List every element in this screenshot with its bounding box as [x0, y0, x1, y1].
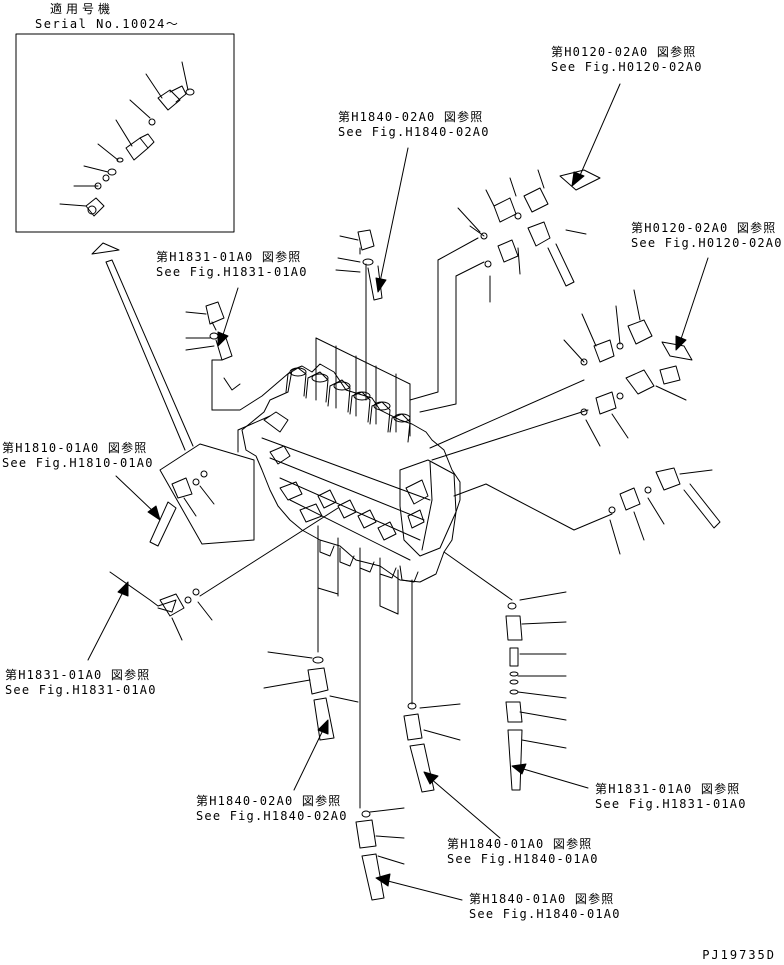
ref-label-h1840-01-mid: 第H1840-01A0 図参照 See Fig.H1840-01A0: [447, 837, 599, 867]
left-fittings: [109, 470, 215, 641]
ref-label-en: See Fig.H1840-01A0: [447, 852, 599, 866]
ref-label-h1831-right: 第H1831-01A0 図参照 See Fig.H1831-01A0: [595, 782, 747, 812]
inset-fitting: [85, 85, 195, 217]
control-valve-body: [241, 363, 461, 583]
bottom-right-stack: [505, 591, 567, 791]
inset-callout-arrow: [91, 242, 194, 451]
ref-label-en: See Fig.H1840-02A0: [338, 125, 490, 139]
ref-label-jp: 第H1840-02A0 図参照: [338, 110, 484, 124]
right-lower-fittings: [608, 467, 721, 555]
inset-title: 適用号機 Serial No.10024～: [35, 2, 179, 32]
ref-label-jp: 第H1831-01A0 図参照: [156, 250, 302, 264]
upper-right-fittings: [457, 169, 601, 303]
bottom-center-fittings: [263, 651, 461, 901]
right-middle-fittings: [563, 289, 693, 447]
ref-label-jp: 第H1810-01A0 図参照: [2, 441, 148, 455]
reference-leaders: [87, 83, 709, 901]
ref-label-h0120-right: 第H0120-02A0 図参照 See Fig.H0120-02A0: [631, 221, 783, 251]
ref-label-en: See Fig.H0120-02A0: [551, 60, 703, 74]
ref-label-jp: 第H1831-01A0 図参照: [595, 782, 741, 796]
upper-left-fitting: [185, 301, 241, 391]
ref-label-h1831-upper: 第H1831-01A0 図参照 See Fig.H1831-01A0: [156, 250, 308, 280]
ref-label-jp: 第H1840-02A0 図参照: [196, 794, 342, 808]
top-center-fitting: [335, 229, 383, 301]
inset-title-en: Serial No.10024～: [35, 17, 180, 31]
ref-label-jp: 第H1840-01A0 図参照: [447, 837, 593, 851]
reference-frames: [159, 237, 613, 809]
ref-label-h1840-01-low: 第H1840-01A0 図参照 See Fig.H1840-01A0: [469, 892, 621, 922]
ref-label-en: See Fig.H1831-01A0: [156, 265, 308, 279]
inset-title-jp: 適用号機: [50, 2, 115, 16]
ref-label-en: See Fig.H0120-02A0: [631, 236, 783, 250]
ref-label-jp: 第H0120-02A0 図参照: [631, 221, 777, 235]
inset-detail: [15, 33, 235, 233]
ref-label-h1840-top: 第H1840-02A0 図参照 See Fig.H1840-02A0: [338, 110, 490, 140]
ref-label-h1831-left: 第H1831-01A0 図参照 See Fig.H1831-01A0: [5, 668, 157, 698]
ref-label-en: See Fig.H1831-01A0: [595, 797, 747, 811]
ref-label-en: See Fig.H1831-01A0: [5, 683, 157, 697]
ref-label-en: See Fig.H1810-01A0: [2, 456, 154, 470]
ref-label-en: See Fig.H1840-02A0: [196, 809, 348, 823]
ref-label-h1810-left: 第H1810-01A0 図参照 See Fig.H1810-01A0: [2, 441, 154, 471]
ref-label-h0120-top: 第H0120-02A0 図参照 See Fig.H0120-02A0: [551, 45, 703, 75]
ref-label-jp: 第H0120-02A0 図参照: [551, 45, 697, 59]
ref-label-jp: 第H1840-01A0 図参照: [469, 892, 615, 906]
drawing-code: PJ19735D: [702, 948, 776, 962]
ref-label-h1840-bottom: 第H1840-02A0 図参照 See Fig.H1840-02A0: [196, 794, 348, 824]
ref-label-jp: 第H1831-01A0 図参照: [5, 668, 151, 682]
ref-label-en: See Fig.H1840-01A0: [469, 907, 621, 921]
